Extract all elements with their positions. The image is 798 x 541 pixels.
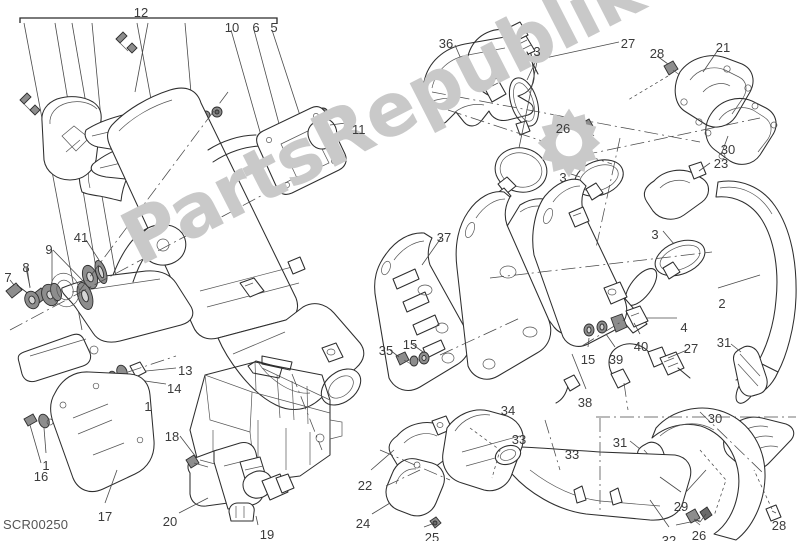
callout-number-3: 3 xyxy=(559,170,567,185)
callout-number-13: 13 xyxy=(178,363,193,378)
callout-number-23: 23 xyxy=(713,156,729,171)
callout-number-6: 6 xyxy=(252,20,260,35)
callout-number-15: 15 xyxy=(402,337,418,352)
callout-number-29: 29 xyxy=(673,499,689,514)
callout-number-1: 1 xyxy=(144,399,152,414)
callout-number-32: 32 xyxy=(661,533,677,541)
part-o2-sensor-27a xyxy=(466,21,620,103)
part-wiring-38 xyxy=(555,319,625,404)
callout-number-28: 28 xyxy=(771,518,787,533)
callout-number-2: 2 xyxy=(718,296,726,311)
part-clamp-3d xyxy=(654,230,706,280)
callout-number-17: 17 xyxy=(97,509,113,524)
callout-number-3: 3 xyxy=(651,227,659,242)
part-catalyst-assembly xyxy=(442,409,692,528)
callout-number-31: 31 xyxy=(716,335,732,350)
callout-number-33: 33 xyxy=(511,432,527,447)
diagram-code-label: SCR00250 xyxy=(3,517,69,532)
callout-number-38: 38 xyxy=(577,395,593,410)
part-heat-shield-right xyxy=(532,178,628,347)
part-starter-motor xyxy=(178,435,295,526)
part-pipe-29 xyxy=(651,407,766,541)
callout-number-24: 24 xyxy=(355,516,371,531)
callout-number-10: 10 xyxy=(224,20,240,35)
callout-number-30: 30 xyxy=(707,411,723,426)
callout-number-26: 26 xyxy=(691,528,707,541)
callout-number-27: 27 xyxy=(683,341,699,356)
part-engine-block xyxy=(189,355,343,485)
group-lower-bolts xyxy=(685,469,782,526)
part-clamp-23 xyxy=(643,161,711,220)
part-swingarm xyxy=(17,224,194,383)
callout-number-39: 39 xyxy=(608,352,624,367)
part-gasket-30a xyxy=(704,98,778,165)
callout-number-5: 5 xyxy=(270,20,278,35)
callout-number-1: 1 xyxy=(42,458,50,473)
part-shield-24 xyxy=(371,458,445,529)
callout-number-19: 19 xyxy=(259,527,275,541)
part-side-cover xyxy=(50,371,155,504)
callout-number-40: 40 xyxy=(633,339,649,354)
callout-number-36: 36 xyxy=(438,36,454,51)
callout-number-22: 22 xyxy=(357,478,373,493)
callout-number-27: 27 xyxy=(620,36,636,51)
callout-number-33: 33 xyxy=(564,447,580,462)
part-bolt-28a xyxy=(627,55,682,101)
callout-number-12: 12 xyxy=(133,5,149,20)
callout-number-7: 7 xyxy=(4,270,12,285)
part-silencer-tailpipe xyxy=(217,303,365,411)
callout-number-21: 21 xyxy=(715,40,731,55)
callout-number-16: 16 xyxy=(33,469,49,484)
part-o2-sensor-27b xyxy=(608,343,691,411)
part-heat-shield-mid xyxy=(455,191,552,380)
group-pivot-hardware xyxy=(5,239,108,310)
callout-number-26: 26 xyxy=(555,121,571,136)
group-shield-hardware-right xyxy=(583,305,649,348)
callout-number-37: 37 xyxy=(436,230,452,245)
callout-number-3: 3 xyxy=(533,44,541,59)
callout-number-18: 18 xyxy=(164,429,180,444)
callout-number-8: 8 xyxy=(22,260,30,275)
callout-number-11: 11 xyxy=(352,122,366,137)
part-silencer-strap xyxy=(207,134,344,363)
group-center-lines xyxy=(9,91,796,510)
group-shield-hardware-left xyxy=(389,317,521,367)
callout-number-34: 34 xyxy=(500,403,516,418)
callout-number-14: 14 xyxy=(167,381,182,396)
callout-number-35: 35 xyxy=(378,343,394,358)
callout-number-30: 30 xyxy=(720,142,736,157)
callout-number-15: 15 xyxy=(580,352,596,367)
callout-number-20: 20 xyxy=(162,514,178,529)
part-plate-bracket xyxy=(256,106,347,195)
part-spring-31a xyxy=(730,343,768,397)
callout-number-25: 25 xyxy=(424,530,440,541)
callout-number-4: 4 xyxy=(680,320,688,335)
callout-number-41: 41 xyxy=(73,230,89,245)
callout-number-28: 28 xyxy=(649,46,665,61)
callout-number-9: 9 xyxy=(45,242,53,257)
callout-number-31: 31 xyxy=(612,435,628,450)
